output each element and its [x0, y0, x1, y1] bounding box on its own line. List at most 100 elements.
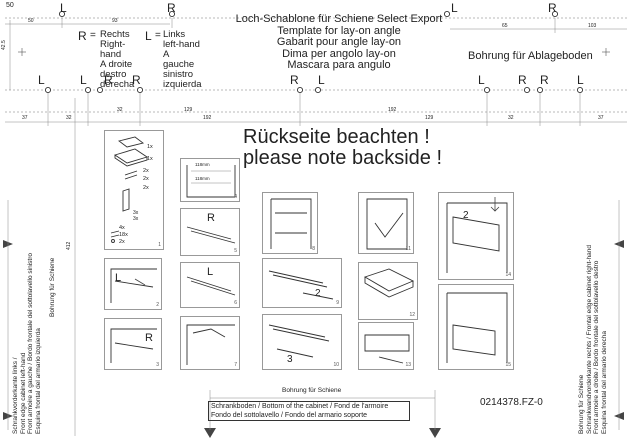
side-line: Esquina frontal del armario derecha [600, 331, 608, 434]
marker-r: R [290, 73, 299, 87]
instruction-panel-12: 12 [358, 262, 418, 320]
qty: 18x [119, 232, 128, 238]
side-line: Schrankvorderkante links / [12, 357, 19, 434]
marker-r: R [518, 73, 527, 87]
panel-number: 6 [234, 300, 237, 306]
panel-number: 14 [505, 272, 511, 278]
template-title: Loch-Schablone für Schiene Select Export… [224, 13, 454, 72]
step-illustration [268, 324, 330, 358]
left-side-title: Bohrung für Schiene [49, 257, 56, 317]
instruction-panel-8: 8 [262, 192, 318, 254]
legend-line: izquierda [163, 79, 202, 90]
instruction-panel-3: R 3 [104, 318, 162, 370]
dim-label: 192 [203, 115, 212, 121]
side-line: Bohrung für Schiene [578, 374, 585, 434]
legend-line: A gauche [163, 49, 195, 70]
measure: 118mm [195, 162, 210, 167]
instruction-panel-13: 13 [358, 322, 414, 370]
step-illustration [186, 324, 235, 365]
notice-line: Rückseite beachten ! [243, 126, 430, 148]
panel-number: 13 [405, 362, 411, 368]
legend-r-key: R [78, 29, 87, 43]
instruction-panel-15: 15 [438, 284, 514, 370]
side-marker: L [115, 272, 122, 284]
legend-line: sinistro [163, 69, 194, 80]
notice-line: please note backside ! [243, 147, 443, 169]
legend-r-lines: Rechts Right-hand A droite destro derech… [100, 30, 134, 90]
legend-line: Right-hand [100, 39, 126, 60]
backside-notice: Rückseite beachten ! please note backsid… [243, 127, 442, 169]
marker-l: L [577, 73, 584, 87]
title-line: Mascara para angulo [287, 59, 391, 71]
dim-label: 65 [502, 23, 508, 29]
qty: 2x [143, 185, 149, 191]
marker-r: R [104, 73, 113, 87]
marker-l: L [38, 73, 45, 87]
dim-label: 42.5 [1, 40, 7, 50]
marker-r: R [167, 1, 176, 15]
side-marker: R [145, 332, 153, 344]
title-line: Dima per angolo lay-on [282, 47, 396, 60]
right-side-note: Bohrung für Schiene Schrankwandvorderkan… [578, 184, 608, 434]
legend-eq: = [155, 30, 161, 41]
side-line: Esquina frontal del armario izquierda [34, 328, 42, 434]
instruction-panel-14: 2 14 [438, 192, 514, 280]
bottom-title: Bohrung für Schiene [282, 387, 342, 394]
corner-dim: 50 [6, 2, 14, 9]
side-line: Schrankwandvorderkante rechts / Frontal … [585, 245, 593, 434]
step-illustration [270, 198, 312, 249]
dim-label: 412 [66, 241, 72, 250]
step-marker: 3 [287, 354, 293, 365]
side-line: Front armoire a gauche / Bordo frontale … [27, 252, 34, 434]
legend-l-lines: Links left-hand A gauche sinistro izquie… [163, 30, 202, 90]
parts-illustration [110, 136, 149, 243]
panel-number: 1 [158, 242, 161, 248]
legend-line: Links [163, 29, 186, 40]
panel-number: 12 [409, 312, 415, 318]
marker-r: R [132, 73, 141, 87]
dim-label: 37 [22, 115, 28, 121]
document-number: 0214378.FZ-0 [480, 397, 543, 408]
instruction-panel-2: L 2 [104, 258, 162, 310]
panel-number: 10 [333, 362, 339, 368]
bottom-line: Schrankboden / Bottom of the cabinet / F… [211, 403, 389, 410]
legend-line: destro [100, 69, 127, 80]
instruction-panel-5: R 5 [180, 208, 240, 256]
qty: 2x [143, 168, 149, 174]
instruction-panel-4: 118mm 118mm 4 [180, 158, 240, 202]
side-marker: R [207, 212, 215, 224]
side-line: Front armoire a droite / Bordo frontale … [593, 260, 600, 434]
qty: 1x [147, 144, 153, 150]
dim-label: 93 [112, 18, 118, 24]
panel-number: 5 [234, 248, 237, 254]
instruction-panel-6: L 6 [180, 262, 240, 308]
marker-l: L [478, 73, 485, 87]
dim-label: 50 [28, 18, 34, 24]
dim-label: 192 [388, 107, 397, 113]
legend-line: left-hand [163, 39, 200, 50]
dim-label: 32 [66, 115, 72, 121]
legend-line: A droite [100, 59, 133, 70]
step-illustration [186, 165, 236, 198]
qty: 2x [119, 239, 125, 245]
panel-number: 8 [312, 246, 315, 252]
step-marker: 2 [463, 210, 469, 221]
dim-label: 32 [508, 115, 514, 121]
marker-l: L [80, 73, 87, 87]
instruction-panel-7: 7 [180, 316, 240, 370]
side-marker: L [207, 266, 214, 278]
marker-r: R [540, 73, 549, 87]
shelf-hole-label: Bohrung für Ablageboden [468, 50, 593, 62]
qty: 1x [147, 156, 153, 162]
legend-eq: = [90, 30, 96, 41]
panel-number: 3 [156, 362, 159, 368]
dim-label: 32 [117, 107, 123, 113]
instruction-panel-11: 11 [358, 192, 414, 254]
qty: 3x [133, 210, 139, 216]
side-line: Front edge cabinet left-hand [19, 352, 27, 434]
step-illustration [268, 270, 334, 300]
dim-label: 103 [588, 23, 597, 29]
step-illustration [110, 268, 157, 303]
panel-number: 7 [234, 362, 237, 368]
step-illustration [186, 226, 236, 244]
